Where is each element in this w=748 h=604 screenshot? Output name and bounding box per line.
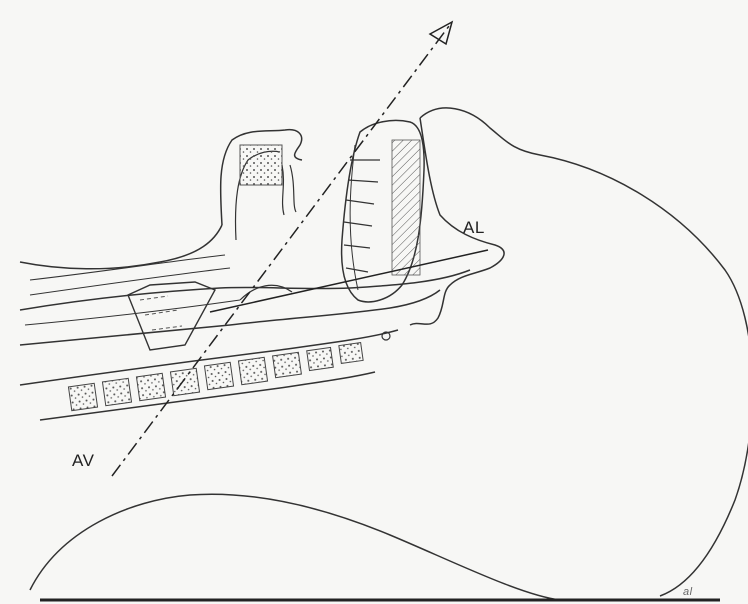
al-label: AL bbox=[463, 218, 485, 238]
artist-signature: al bbox=[683, 586, 693, 598]
vertebra bbox=[238, 357, 267, 384]
thyroid-cartilage bbox=[128, 282, 215, 350]
head-outline bbox=[420, 108, 748, 596]
vertebrae-row bbox=[68, 343, 363, 411]
vertebra bbox=[102, 378, 131, 405]
palate-bone bbox=[392, 140, 420, 275]
occiput-curve bbox=[30, 494, 560, 600]
vertebra bbox=[68, 383, 97, 410]
vertebra bbox=[307, 347, 334, 370]
neck-contour bbox=[20, 225, 222, 269]
cricoid-detail bbox=[140, 296, 182, 330]
esophagus-line-2 bbox=[30, 268, 230, 295]
vertebra bbox=[273, 352, 302, 377]
axis-arrowhead bbox=[430, 22, 452, 44]
axis-line-al bbox=[210, 250, 488, 312]
uvula bbox=[282, 165, 296, 215]
epiglottis-cartilage bbox=[240, 145, 282, 185]
vertebra bbox=[136, 373, 165, 400]
vertebra bbox=[339, 343, 363, 364]
av-label: AV bbox=[72, 451, 94, 471]
vertebra bbox=[204, 362, 233, 389]
vertebra bbox=[170, 368, 199, 395]
